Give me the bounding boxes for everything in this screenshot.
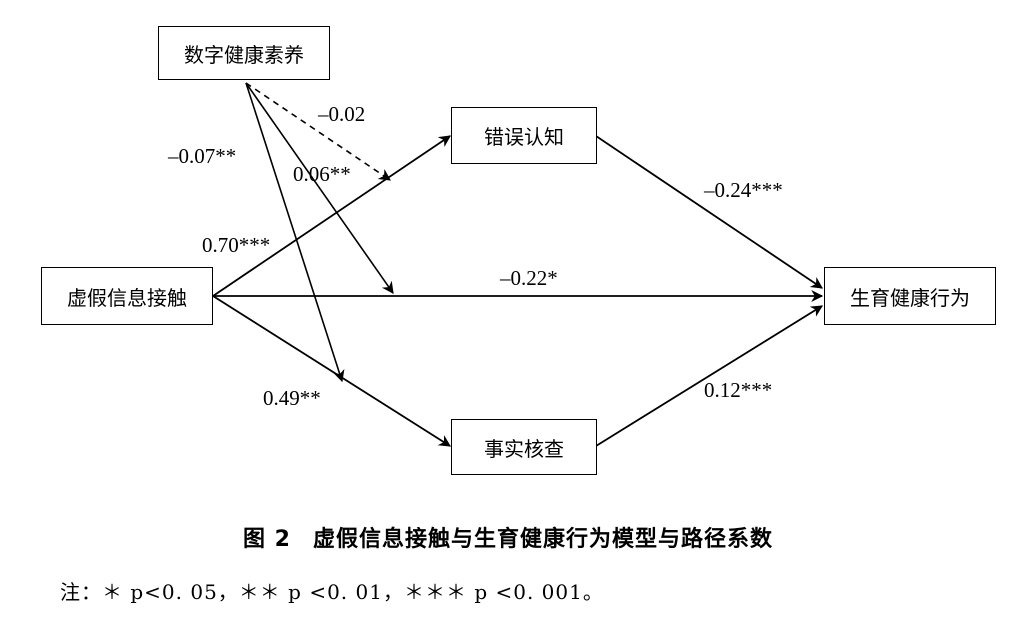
significance-note: 注：＊ p<0. 05，＊＊ p <0. 01，＊＊＊ p <0. 001。 bbox=[60, 580, 604, 604]
path-diagram bbox=[212, 82, 824, 447]
coef-info-to-behavior: –0.22* bbox=[500, 266, 558, 290]
node-fact-check-label: 事实核查 bbox=[484, 436, 564, 461]
path-literacy-to-misperception bbox=[245, 82, 391, 181]
figure-title: 虚假信息接触与生育健康行为模型与路径系数 bbox=[312, 527, 773, 552]
node-digital-literacy-label: 数字健康素养 bbox=[184, 42, 304, 67]
coef-info-to-misperception: 0.70*** bbox=[202, 233, 271, 257]
node-false-info: 虚假信息接触 bbox=[41, 267, 213, 325]
node-misperception-label: 错误认知 bbox=[484, 125, 564, 149]
figure-number: 图 2 bbox=[243, 527, 291, 552]
coef-literacy-to-fact-check: –0.07** bbox=[168, 144, 237, 168]
node-behavior: 生育健康行为 bbox=[824, 267, 996, 325]
path-literacy-moderation-direct bbox=[245, 82, 394, 294]
path-misperception-to-behavior bbox=[595, 135, 823, 289]
node-misperception: 错误认知 bbox=[451, 107, 597, 164]
coef-fact-check-to-behavior: 0.12*** bbox=[704, 378, 773, 402]
node-false-info-label: 虚假信息接触 bbox=[67, 285, 187, 310]
coef-literacy-moderation-direct: 0.06** bbox=[293, 162, 351, 186]
coef-literacy-to-misperception: –0.02 bbox=[318, 102, 366, 126]
node-digital-literacy: 数字健康素养 bbox=[158, 26, 330, 80]
coef-misperception-to-behavior: –0.24*** bbox=[704, 178, 783, 202]
node-behavior-label: 生育健康行为 bbox=[850, 285, 970, 310]
path-literacy-to-fact-check bbox=[245, 82, 345, 383]
figure-caption: 图 2 虚假信息接触与生育健康行为模型与路径系数 bbox=[0, 521, 1016, 553]
coef-info-to-fact-check: 0.49** bbox=[263, 386, 321, 410]
path-fact-check-to-behavior bbox=[595, 305, 824, 447]
node-fact-check: 事实核查 bbox=[451, 419, 597, 475]
path-info-to-misperception bbox=[212, 135, 451, 297]
path-info-to-fact-check bbox=[212, 295, 452, 447]
